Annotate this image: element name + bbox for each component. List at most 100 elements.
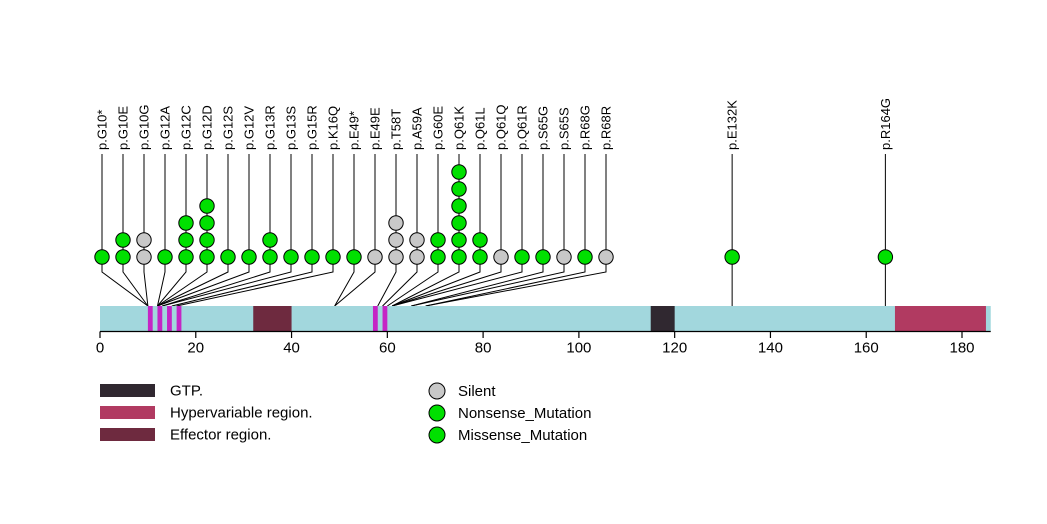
mutation-circle-missense_mutation: [115, 249, 131, 265]
mutation-circle-missense_mutation: [178, 249, 194, 265]
mutation-label: p.E132K: [725, 100, 740, 150]
legend-swatch: [100, 406, 155, 419]
lollipop-stem: [387, 154, 439, 307]
domain-gtp: [176, 306, 182, 331]
mutation-label: p.G15R: [305, 105, 320, 150]
legend-dot: [428, 382, 446, 400]
lollipop-stem: [122, 154, 149, 307]
lollipop-stem: [425, 154, 586, 307]
domain-gtp: [372, 306, 378, 331]
lollipop-stem: [171, 154, 313, 307]
legend-item-domain: GTP.: [100, 383, 203, 400]
mutation-circle-silent: [388, 249, 404, 265]
domain-gtp: [167, 306, 172, 331]
mutation-circle-missense_mutation: [514, 249, 530, 265]
lollipop-stem: [143, 154, 149, 307]
lollipop-stem: [391, 154, 481, 307]
domain-gtp: [650, 306, 675, 331]
legend-item-mutation-type: Silent: [428, 382, 496, 400]
axis-tick-label: 120: [662, 340, 687, 357]
axis-tick-label: 160: [854, 340, 879, 357]
mutation-circle-missense_mutation: [472, 232, 488, 248]
lollipop-stem: [411, 154, 565, 307]
lollipop-stem: [425, 154, 607, 307]
axis-tick-label: 180: [949, 340, 974, 357]
mutation-label: p.E49*: [347, 111, 362, 150]
mutation-circle-silent: [388, 232, 404, 248]
lollipop-circles: [94, 164, 894, 265]
mutation-circle-missense_mutation: [262, 249, 278, 265]
mutation-circle-missense_mutation: [451, 181, 467, 197]
axis-tick-label: 60: [379, 340, 396, 357]
mutation-label: p.Q61Q: [494, 104, 509, 150]
mutation-label: p.G60E: [431, 106, 446, 150]
mutation-circle-missense_mutation: [877, 249, 894, 265]
legend: GTP. Hypervariable region. Effector region…: [100, 382, 591, 444]
mutation-circle-silent: [409, 249, 425, 265]
mutation-circle-missense_mutation: [262, 232, 278, 248]
mutation-circle-missense_mutation: [577, 249, 593, 265]
mutation-circle-missense_mutation: [178, 232, 194, 248]
legend-label: Effector region.: [170, 427, 271, 444]
legend-item-mutation-type: Nonsense_Mutation: [428, 404, 591, 422]
mutation-label: p.T58T: [389, 109, 404, 150]
mutation-circle-missense_mutation: [199, 232, 215, 248]
mutation-circle-silent: [409, 232, 425, 248]
lollipop-stem: [176, 154, 334, 307]
mutation-circle-nonsense_mutation: [94, 249, 110, 265]
mutation-label: p.G12V: [242, 106, 257, 150]
mutation-label: p.G12A: [158, 106, 173, 150]
mutation-circle-missense_mutation: [451, 198, 467, 214]
axis-tick-label: 20: [187, 340, 204, 357]
mutation-label: p.G10*: [95, 110, 110, 150]
mutation-label: p.G13S: [284, 106, 299, 150]
mutation-label: p.G10G: [137, 104, 152, 150]
mutation-label: p.R68G: [578, 105, 593, 150]
mutation-circle-silent: [598, 249, 614, 265]
legend-item-domain: Hypervariable region.: [100, 405, 313, 422]
mutation-circle-missense_mutation: [451, 164, 467, 180]
legend-label: Silent: [458, 383, 496, 400]
mutation-circle-missense_mutation: [325, 249, 341, 265]
mutation-label: p.Q61L: [473, 107, 488, 150]
mutation-label: p.S65S: [557, 107, 572, 150]
mutation-circle-missense_mutation: [241, 249, 257, 265]
mutation-circle-missense_mutation: [430, 249, 446, 265]
mutation-label: p.E49E: [368, 107, 383, 150]
mutation-label: p.G12C: [179, 105, 194, 150]
mutation-label: p.K16Q: [326, 106, 341, 150]
mutation-circle-missense_mutation: [451, 249, 467, 265]
domain-gtp: [382, 306, 388, 331]
mutation-circle-missense_mutation: [724, 249, 740, 265]
protein-track-group: [100, 306, 991, 331]
mutation-label: p.Q61R: [515, 105, 530, 150]
axis-tick-label: 100: [566, 340, 591, 357]
mutation-circle-silent: [388, 215, 404, 231]
lollipop-stem: [334, 154, 376, 307]
mutation-circle-missense_mutation: [451, 232, 467, 248]
mutation-circle-missense_mutation: [199, 249, 215, 265]
mutation-circle-silent: [136, 249, 152, 265]
lollipop-stem: [391, 154, 523, 307]
domain-effector-region: [253, 306, 292, 331]
lollipop-stems: [101, 154, 886, 307]
legend-item-mutation-type: Missense_Mutation: [428, 426, 587, 444]
lollipop-stem: [157, 154, 229, 307]
legend-label: Hypervariable region.: [170, 405, 313, 422]
legend-item-domain: Effector region.: [100, 427, 271, 444]
mutation-circle-missense_mutation: [115, 232, 131, 248]
mutation-label: p.Q61K: [452, 106, 467, 150]
domain-hypervariable-region: [894, 306, 986, 331]
legend-swatch: [100, 384, 155, 397]
legend-label: Missense_Mutation: [458, 427, 587, 444]
lollipop-stem: [411, 154, 544, 307]
mutation-label: p.R68R: [599, 106, 614, 150]
mutation-label: p.A59A: [410, 107, 425, 150]
mutation-label: p.G10E: [116, 106, 131, 150]
mutation-label: p.S65G: [536, 106, 551, 150]
legend-dot: [428, 426, 446, 444]
lollipop-stem: [162, 154, 271, 307]
